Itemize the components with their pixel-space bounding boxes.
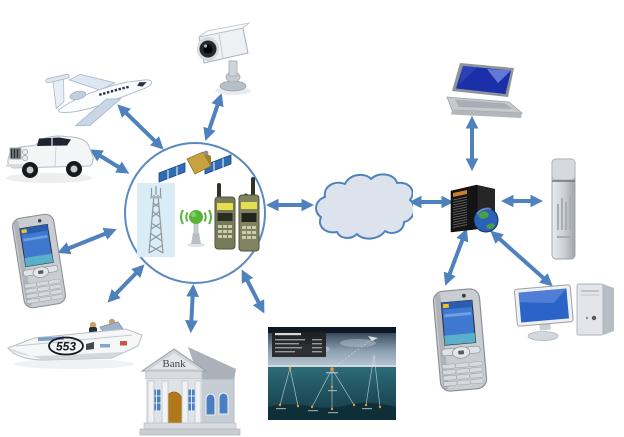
car-node (2, 124, 97, 188)
underwater-sonar-picture (268, 327, 396, 420)
edge-sonar-hub (241, 269, 265, 314)
edge-airplane-hub (117, 104, 164, 150)
edge-car-hub (89, 149, 130, 174)
network-cloud-node (313, 170, 413, 243)
edge-camera-hub (203, 93, 224, 141)
communications-hub (123, 141, 267, 285)
bank-node: Bank (138, 343, 242, 437)
usb-drive-node (543, 156, 583, 262)
edge-server-desktop (490, 230, 553, 287)
laptop-icon (446, 63, 524, 118)
sonar-display-node (268, 327, 396, 420)
tactical-radio-icon (214, 183, 236, 250)
boat-hull-number: 553 (56, 340, 76, 354)
desktop-computer-node (513, 278, 621, 346)
tactical-radio-icon (238, 177, 260, 252)
cctv-camera-icon (197, 22, 251, 95)
bank-sign: Bank (162, 358, 186, 370)
car-icon (6, 135, 94, 183)
edge-bank-hub (185, 283, 199, 334)
airplane-node (42, 48, 160, 130)
cell-tower-icon (137, 183, 175, 257)
usb-flash-drive-icon (551, 158, 576, 260)
edge-phone-left-hub (57, 227, 117, 255)
edge-boat-hub (107, 264, 145, 303)
server-globe-icon (450, 184, 499, 233)
wireless-antenna-icon (180, 209, 212, 247)
mobile-phone-icon (432, 288, 488, 392)
satellite-icon (158, 150, 232, 183)
bank-building-icon: Bank (139, 347, 241, 436)
airplane-icon (45, 73, 153, 127)
security-camera-node (193, 15, 258, 97)
desktop-computer-icon (513, 283, 614, 341)
cloud-icon (315, 173, 413, 240)
speedboat-icon: 553 (7, 318, 143, 369)
laptop-node (443, 61, 528, 123)
edge-server-phone-right (443, 228, 469, 286)
mobile-phone-left-node (3, 210, 75, 312)
mobile-phone-icon (12, 213, 66, 309)
mobile-phone-right-node (425, 285, 496, 394)
server-node (443, 176, 505, 236)
speedboat-node: 553 (4, 302, 146, 378)
